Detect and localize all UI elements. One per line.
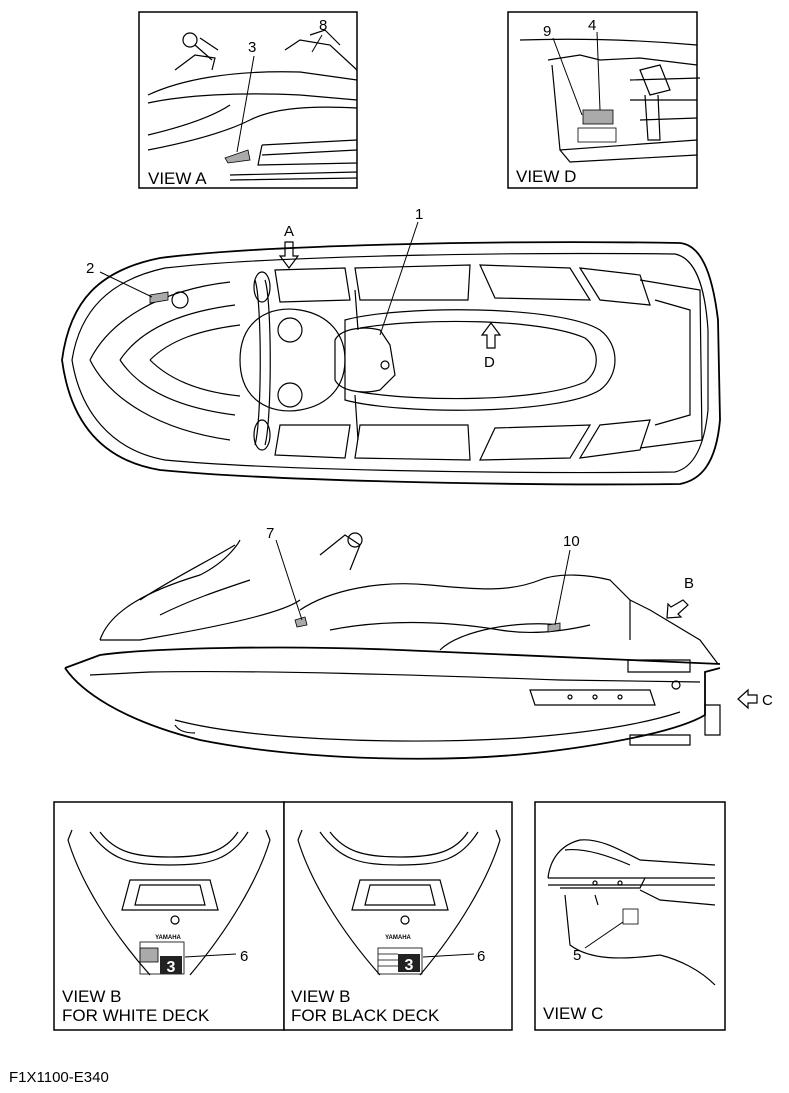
callout-2: 2 — [86, 260, 94, 277]
arrow-a-label: A — [284, 223, 294, 240]
callout-4: 4 — [588, 17, 596, 34]
view-c-panel: 5 VIEW C — [534, 801, 726, 1031]
callout-7: 7 — [266, 525, 274, 542]
view-b-black-drawing: YAMAHA 3 6 — [297, 829, 501, 976]
view-d-panel: 9 4 VIEW D — [507, 11, 701, 189]
view-b-white-drawing: YAMAHA 3 6 — [67, 829, 271, 976]
figure-code: F1X1100-E340 — [9, 1069, 109, 1086]
callout-8: 8 — [319, 17, 327, 34]
view-d-caption: VIEW D — [516, 167, 576, 186]
callout-6-white: 6 — [240, 948, 248, 965]
arrow-d-label: D — [484, 354, 495, 371]
arrow-c-label: C — [762, 692, 773, 709]
callout-6-black: 6 — [477, 948, 485, 965]
label-number-black: 3 — [405, 957, 414, 974]
view-c-caption: VIEW C — [543, 1004, 603, 1023]
view-b-white-caption-line1: VIEW B — [62, 987, 122, 1006]
view-b-white-caption-line2: FOR WHITE DECK — [62, 1006, 210, 1025]
callout-5: 5 — [573, 947, 581, 964]
view-b-black-caption-line2: FOR BLACK DECK — [291, 1006, 440, 1025]
view-a-panel: 3 8 VIEW A — [138, 11, 358, 189]
callout-10: 10 — [563, 533, 580, 550]
view-b-black-caption-line1: VIEW B — [291, 987, 351, 1006]
callout-1: 1 — [415, 206, 423, 223]
callout-3: 3 — [248, 39, 256, 56]
side-view-watercraft: 7 10 B C — [64, 525, 773, 760]
arrow-b-label: B — [684, 575, 694, 592]
top-view-watercraft: 2 1 A D — [61, 206, 721, 486]
view-b-panels: YAMAHA 3 6 YAMAHA 3 6 VIE — [53, 801, 513, 1031]
view-a-caption: VIEW A — [148, 169, 207, 188]
yamaha-label-text: YAMAHA — [155, 935, 181, 941]
label-number-white: 3 — [167, 959, 176, 976]
callout-9: 9 — [543, 23, 551, 40]
yamaha-label-text-black: YAMAHA — [385, 935, 411, 941]
